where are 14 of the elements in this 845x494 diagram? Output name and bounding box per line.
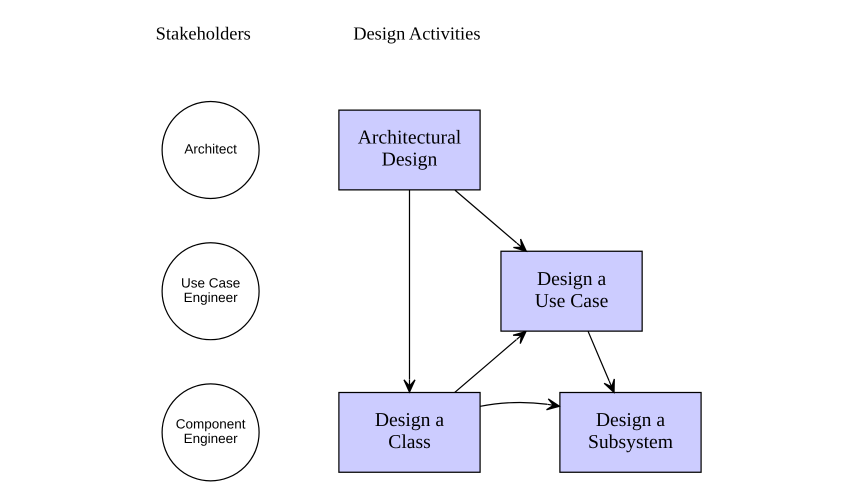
arrow [454,190,526,252]
node-circle: Component Engineer [160,383,260,482]
node-box: Architectural Design [338,110,480,191]
node-circle: Use Case Engineer [160,242,260,340]
node-circle: Architect [160,100,260,200]
arrow [402,190,416,393]
node-box: Design a Use Case [500,250,642,332]
node-box: Design a Class [338,392,480,473]
label: Stakeholders [155,24,250,44]
node-box: Design a Subsystem [558,392,702,473]
arrow [480,398,560,410]
arrow [587,331,614,394]
arrow [454,330,526,393]
label: Design Activities [352,24,480,44]
